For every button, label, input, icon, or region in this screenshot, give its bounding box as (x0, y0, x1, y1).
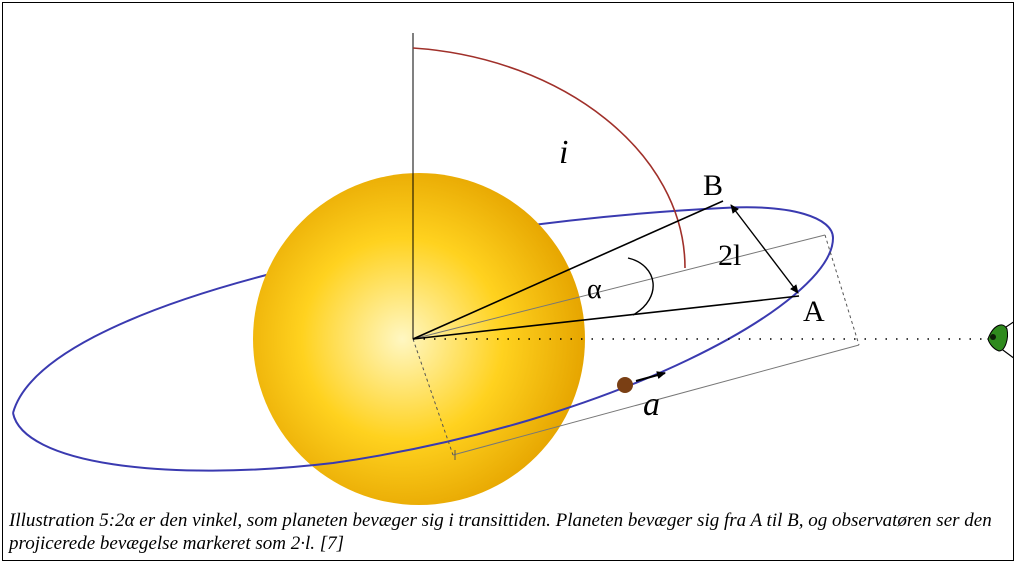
chord-arrow (730, 204, 799, 294)
label-semi-major-axis: a (643, 386, 660, 423)
semi-major-axis-line (452, 344, 860, 456)
transit-diagram: i B A 2l α a (12, 33, 1013, 505)
projection-line-right (824, 234, 860, 346)
label-alpha: α (587, 274, 602, 305)
label-point-b: B (703, 169, 723, 202)
planet-dot (617, 377, 633, 393)
alpha-angle-arc (627, 257, 654, 316)
label-point-a: A (803, 295, 825, 328)
label-chord: 2l (718, 239, 741, 272)
observer-eye-icon (986, 321, 1013, 359)
label-inclination: i (559, 134, 568, 171)
radius-to-a (412, 295, 800, 340)
inclination-arc (412, 47, 686, 269)
direction-arrow (635, 371, 666, 382)
figure-caption: Illustration 5:2α er den vinkel, som pla… (9, 510, 992, 554)
radius-to-b (412, 200, 724, 340)
orbit-front-half (12, 237, 834, 472)
projection-line-down (412, 338, 454, 456)
